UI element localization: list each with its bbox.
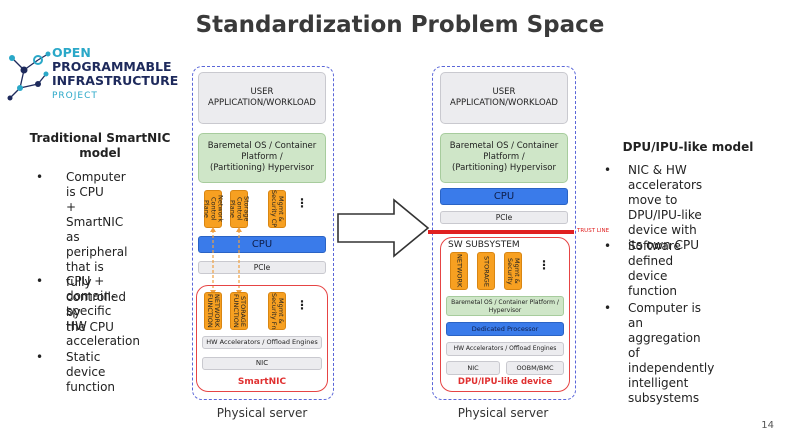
left-server-caption: Physical server bbox=[216, 406, 308, 420]
left-hw-accel-box: HW Accelerators / Offload Engines bbox=[202, 336, 322, 349]
right-cpu-box: CPU bbox=[440, 188, 568, 205]
left-cpu-box: CPU bbox=[198, 236, 326, 253]
left-pcie-box: PCIe bbox=[198, 261, 326, 274]
slide-title: Standardization Problem Space bbox=[195, 12, 605, 38]
right-os-box: Baremetal OS / Container Platform / (Par… bbox=[440, 133, 568, 183]
sub-os-box: Baremetal OS / Container Platform / Hype… bbox=[446, 296, 564, 316]
right-server-caption: Physical server bbox=[457, 406, 549, 420]
transition-arrow-icon bbox=[337, 198, 430, 258]
more-dots: ⋮ bbox=[538, 258, 550, 272]
smartnic-label: SmartNIC bbox=[237, 377, 287, 387]
sw-subsystem-label: SW SUBSYSTEM bbox=[448, 240, 520, 250]
left-os-box: Baremetal OS / Container Platform / (Par… bbox=[198, 133, 326, 183]
network-block: NETWORK bbox=[450, 252, 468, 290]
left-user-app-box: USER APPLICATION/WORKLOAD bbox=[198, 72, 326, 124]
mgmt-security-fn-block: Mgmt & Security Fn bbox=[268, 292, 286, 330]
right-bullet-text: NIC & HW accelerators move to DPU/IPU-li… bbox=[628, 163, 703, 252]
right-hw-accel-box: HW Accelerators / Offload Engines bbox=[446, 342, 564, 356]
more-dots: ⋮ bbox=[296, 196, 308, 210]
left-bullet-text: Computer is CPU + SmartNIC as peripheral… bbox=[66, 170, 128, 334]
left-nic-box: NIC bbox=[202, 357, 322, 370]
right-bullet-text: Software defined device function bbox=[628, 239, 681, 298]
network-function-block: NETWORK FUNCTION bbox=[204, 292, 222, 330]
left-physical-server bbox=[192, 66, 334, 400]
trust-line bbox=[428, 230, 574, 234]
dpu-device-label: DPU/IPU-like device bbox=[457, 377, 553, 387]
storage-control-plane-block: Storage Control Plane bbox=[229, 190, 251, 228]
right-nic-box: NIC bbox=[446, 361, 500, 375]
opi-logo: OPEN PROGRAMMABLE INFRASTRUCTURE PROJECT bbox=[4, 40, 184, 110]
storage-block: STORAGE bbox=[477, 252, 495, 290]
mgmt-security-block: Mgmt & Security bbox=[504, 252, 522, 290]
right-pcie-box: PCIe bbox=[440, 211, 568, 224]
left-heading: Traditional SmartNIC model bbox=[29, 131, 171, 160]
storage-function-block: STORAGE FUNCTION bbox=[230, 292, 248, 330]
dpu-boundary bbox=[440, 237, 570, 392]
right-bullet-text: Computer is an aggregation of independen… bbox=[628, 301, 715, 405]
smartnic-boundary bbox=[196, 285, 328, 392]
logo-line-3: INFRASTRUCTURE bbox=[52, 73, 179, 88]
page-number: 14 bbox=[761, 420, 774, 431]
trust-line-label: TRUST LINE bbox=[577, 228, 610, 234]
network-control-plane-block: Network Control Plane bbox=[203, 190, 225, 228]
mgmt-security-cp-block: Mgmt & Security CP bbox=[268, 190, 286, 228]
left-bullet-text: CPU + domain-specific HW acceleration bbox=[66, 274, 140, 348]
right-user-app-box: USER APPLICATION/WORKLOAD bbox=[440, 72, 568, 124]
dedicated-processor-box: Dedicated Processor bbox=[446, 322, 564, 336]
oobm-bmc-box: OOBM/BMC bbox=[506, 361, 564, 375]
logo-line-2: PROGRAMMABLE bbox=[52, 59, 172, 74]
logo-line-1: OPEN bbox=[52, 45, 91, 60]
left-bullet-text: Static device function bbox=[66, 350, 116, 394]
network-graph-icon bbox=[7, 51, 51, 101]
more-dots: ⋮ bbox=[296, 298, 308, 312]
right-heading: DPU/IPU-like model bbox=[622, 140, 754, 154]
left-bullet-list: • Computer is CPU + SmartNIC as peripher… bbox=[36, 170, 140, 394]
right-bullet-list: • NIC & HW accelerators move to DPU/IPU-… bbox=[604, 163, 715, 405]
logo-line-4: PROJECT bbox=[52, 91, 98, 101]
